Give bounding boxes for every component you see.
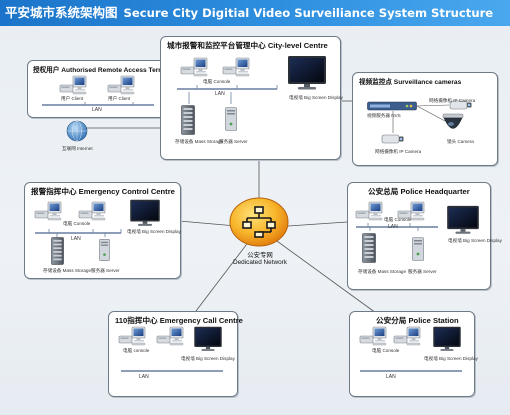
lan-cable — [121, 370, 223, 372]
lan-label: LAN — [139, 374, 149, 380]
ip-camera-label: 网络摄像机 IP Camera — [375, 149, 422, 154]
lan-label: LAN — [386, 374, 396, 380]
hub-label-english: Dedicated Network — [233, 259, 287, 266]
server-label: 服务器 Server — [219, 139, 248, 144]
big-screen-display-icon[interactable] — [193, 326, 223, 352]
police-headquarter-title: 公安总局 Police Headquarter — [368, 187, 470, 196]
console-computer-icon[interactable] — [117, 326, 147, 346]
city-centre-title: 城市报警和监控平台管理中心 City-level Centre — [167, 41, 328, 50]
mass-storage-label: 存储设备 Mass Storage — [175, 139, 223, 144]
lan-label: LAN — [92, 107, 102, 113]
lan-label: LAN — [215, 91, 225, 97]
big-screen-label: 电视墙 Big Screen Display — [127, 229, 181, 234]
console-computer-icon[interactable] — [392, 326, 422, 346]
console-label: 电脑 Console — [372, 348, 400, 353]
lan-cable — [360, 370, 462, 372]
lan-label: LAN — [71, 236, 81, 242]
console-label: 电脑 Console — [63, 221, 91, 226]
hub-label-chinese: 公安专网 — [247, 252, 273, 259]
camera-links — [392, 104, 450, 133]
surveillance-cameras-box: 视频监控点 Surveillance cameras 视频服务器 NVS 网络摄… — [352, 72, 498, 166]
lan-drop-lines — [188, 92, 232, 104]
server-icon[interactable] — [412, 237, 424, 261]
client-computer-icon[interactable] — [58, 75, 88, 95]
big-screen-label: 电视墙 Big Screen Display — [424, 356, 478, 361]
title-bar: 平安城市系统架构图 Secure City Digitial Video Surv… — [0, 0, 510, 26]
internet-globe-icon[interactable] — [66, 120, 88, 142]
surveillance-cameras-title: 视频监控点 Surveillance cameras — [359, 79, 462, 86]
console-computer-icon[interactable] — [179, 57, 209, 77]
mass-storage-icon[interactable] — [181, 105, 195, 135]
client-computer-icon[interactable] — [106, 75, 136, 95]
mass-storage-icon[interactable] — [362, 233, 376, 263]
client-label: 用户 Client — [108, 96, 131, 101]
link-hub-station — [258, 227, 377, 314]
server-icon[interactable] — [225, 107, 237, 131]
mass-storage-label: 存储设备 Mass Storage — [43, 268, 91, 273]
ip-camera-label: 网络摄像机 IP Camera — [429, 98, 476, 103]
console-computer-icon[interactable] — [33, 201, 63, 221]
console-computer-icon[interactable] — [155, 326, 185, 346]
police-headquarter-box: 公安总局 Police Headquarter 电脑 Console 电视墙 B… — [347, 182, 502, 290]
police-station-box: 公安分局 Police Station 电脑 Console 电视墙 Big S… — [349, 311, 478, 397]
lan-cable — [177, 85, 278, 90]
console-computer-icon[interactable] — [221, 57, 251, 77]
emergency-call-box: 110指挥中心 Emergency Call Centre 电脑 console… — [108, 311, 243, 397]
console-label: 电脑 console — [123, 348, 150, 353]
mass-storage-label: 存储设备 Mass Storage — [358, 269, 406, 274]
console-computer-icon[interactable] — [77, 201, 107, 221]
big-screen-label: 电视墙 Big Screen Display — [181, 356, 235, 361]
lan-label: LAN — [388, 224, 398, 230]
big-screen-label: 电视墙 Big Screen Display — [289, 95, 343, 100]
console-label: 电脑 Console — [384, 217, 412, 222]
dedicated-network-hub-icon[interactable] — [228, 196, 290, 248]
server-label: 服务器 Server — [91, 268, 120, 273]
server-label: 服务器 Server — [408, 269, 437, 274]
lan-cable — [35, 229, 122, 237]
big-screen-display-icon[interactable] — [129, 199, 161, 227]
lan-cable — [356, 223, 438, 231]
server-icon[interactable] — [99, 239, 110, 261]
console-computer-icon[interactable] — [354, 201, 384, 221]
emergency-control-title: 报警指挥中心 Emergency Control Centre — [31, 187, 175, 196]
console-computer-icon[interactable] — [358, 326, 388, 346]
police-station-title: 公安分局 Police Station — [376, 316, 459, 325]
camera-label: 镜头 Camera — [447, 139, 474, 144]
title-chinese: 平安城市系统架构图 — [5, 6, 118, 20]
lan-cable — [42, 102, 154, 106]
title-english: Secure City Digitial Video Surveiliance … — [123, 6, 494, 20]
internet-label: 互联网 Internet — [62, 146, 93, 151]
nvs-label: 视频服务器 NVS — [367, 113, 401, 118]
client-label: 用户 Client — [61, 96, 84, 101]
mass-storage-icon[interactable] — [51, 237, 64, 265]
emergency-control-box: 报警指挥中心 Emergency Control Centre 电脑 Conso… — [24, 182, 181, 279]
emergency-call-title: 110指挥中心 Emergency Call Centre — [115, 316, 243, 325]
big-screen-display-icon[interactable] — [432, 326, 462, 352]
remote-terminal-title: 授权用户 Authorised Remote Access Terminal — [33, 67, 176, 74]
console-label: 电脑 Console — [203, 79, 231, 84]
big-screen-label: 电视墙 Big Screen Display — [448, 238, 502, 243]
big-screen-display-icon[interactable] — [287, 55, 327, 91]
remote-terminal-box: 授权用户 Authorised Remote Access Terminal 用… — [27, 60, 176, 118]
big-screen-display-icon[interactable] — [446, 205, 480, 235]
city-centre-box: 城市报警和监控平台管理中心 City-level Centre 电脑 Conso… — [160, 36, 343, 160]
